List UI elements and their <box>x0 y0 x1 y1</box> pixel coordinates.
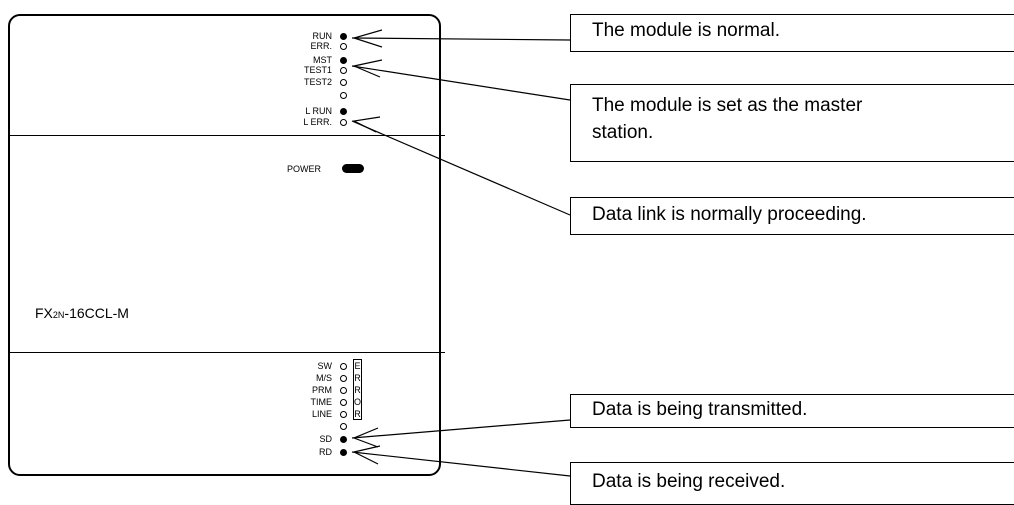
led-err <box>340 43 347 50</box>
led-label-test2: TEST2 <box>303 77 332 87</box>
led-lrun <box>340 108 347 115</box>
led-label-test1: TEST1 <box>303 65 332 75</box>
power-label: POWER <box>287 164 322 174</box>
error-letter: R <box>354 409 361 419</box>
error-letter: E <box>354 361 361 371</box>
led-label-sw: SW <box>317 361 333 371</box>
led-unlabeled-bottom <box>340 423 347 430</box>
callout-frame-lrun <box>570 197 1014 235</box>
led-label-lerr: L ERR. <box>303 117 332 127</box>
led-rd <box>340 449 347 456</box>
arrow-lrun <box>351 116 571 216</box>
callout-mst-line1: The module is set as the master <box>592 95 863 116</box>
led-time <box>340 399 347 406</box>
led-ms <box>340 375 347 382</box>
led-unlabeled-top <box>340 92 347 99</box>
led-label-mst: MST <box>313 55 332 65</box>
callout-frame-run <box>570 14 1014 52</box>
led-sd <box>340 436 347 443</box>
led-label-ms: M/S <box>315 373 332 383</box>
module-outline <box>8 14 441 476</box>
arrow-rd <box>351 445 571 477</box>
callout-frame-sd <box>570 394 1014 428</box>
led-lerr <box>340 119 347 126</box>
model-suffix: -16CCL-M <box>64 305 129 321</box>
led-label-rd: RD <box>319 447 332 457</box>
error-letter: O <box>354 397 362 407</box>
led-line <box>340 411 347 418</box>
callout-rd: Data is being received. <box>592 471 786 492</box>
led-label-sd: SD <box>319 434 332 444</box>
error-letter: R <box>354 373 361 383</box>
callout-frame-mst <box>570 84 1014 162</box>
model-prefix: FX <box>35 305 53 321</box>
power-led <box>342 164 364 173</box>
arrow-mst <box>351 59 571 101</box>
error-indicator-box: E R R O R <box>353 359 362 420</box>
led-label-time: TIME <box>310 397 333 407</box>
callout-run: The module is normal. <box>592 20 780 41</box>
callout-lrun: Data link is normally proceeding. <box>592 204 867 225</box>
model-subscript: 2N <box>52 310 65 320</box>
led-test1 <box>340 67 347 74</box>
arrow-sd <box>351 419 571 448</box>
led-run <box>340 33 347 40</box>
led-label-prm: PRM <box>312 385 332 395</box>
module-divider-top <box>8 135 445 136</box>
led-label-run: RUN <box>312 31 333 41</box>
led-label-lrun: L RUN <box>305 106 332 116</box>
led-mst <box>340 57 347 64</box>
model-name: FX2N-16CCL-M <box>35 305 129 321</box>
led-prm <box>340 387 347 394</box>
led-test2 <box>340 79 347 86</box>
error-letter: R <box>354 385 361 395</box>
module-divider-bottom <box>8 352 445 353</box>
arrow-run <box>351 29 571 48</box>
led-label-line: LINE <box>311 409 332 419</box>
led-label-err: ERR. <box>310 41 332 51</box>
callout-mst-line2: station. <box>592 122 654 143</box>
led-sw <box>340 363 347 370</box>
callout-sd: Data is being transmitted. <box>592 399 808 420</box>
